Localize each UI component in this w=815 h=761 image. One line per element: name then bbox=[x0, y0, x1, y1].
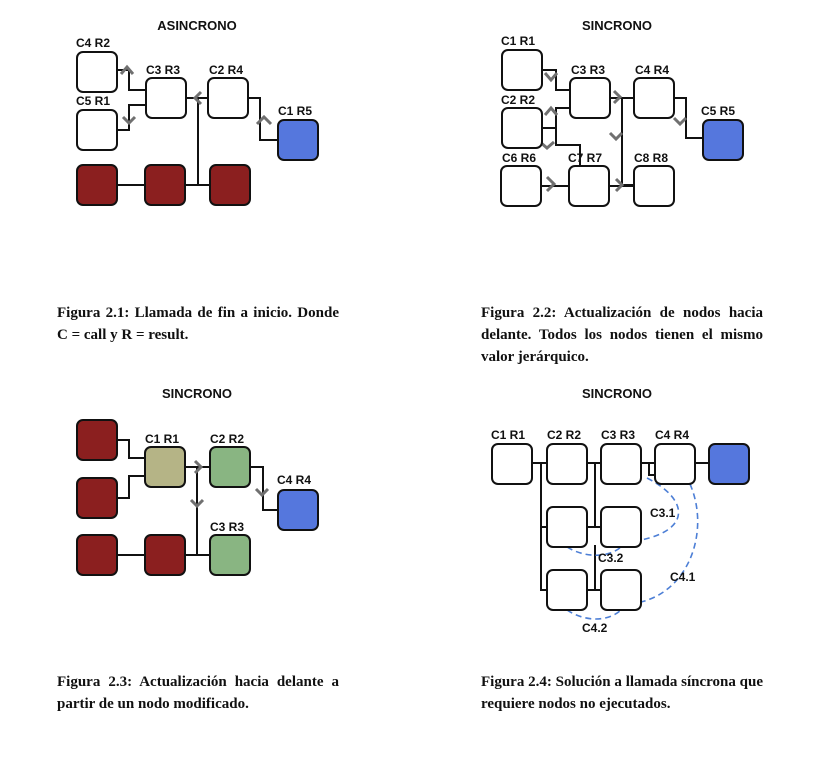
fig1-node-c1r5 bbox=[277, 119, 319, 161]
figure-2-2: SINCRONO C1 R1 C3 R3 C4 R4 bbox=[500, 18, 744, 207]
fig4-label-c2r2: C2 R2 bbox=[547, 428, 581, 442]
fig4-node-c4r4 bbox=[654, 443, 696, 485]
fig3-node-executed-4 bbox=[144, 534, 186, 576]
fig1-title: ASINCRONO bbox=[157, 18, 236, 33]
fig3-node-c4r4 bbox=[277, 489, 319, 531]
fig3-label-c1r1: C1 R1 bbox=[145, 432, 179, 446]
fig2-node-c4r4 bbox=[633, 77, 675, 119]
fig2-node-c3r3 bbox=[569, 77, 611, 119]
fig4-label-c3r3: C3 R3 bbox=[601, 428, 635, 442]
fig4-dashed-calls bbox=[566, 477, 699, 620]
fig2-label-c7r7: C7 R7 bbox=[568, 151, 602, 165]
fig4-call-label-c41: C4.1 bbox=[670, 570, 696, 584]
fig4-connectors bbox=[532, 462, 709, 591]
fig1-arrows bbox=[119, 64, 273, 126]
fig1-node-c4r2 bbox=[76, 51, 118, 93]
fig3-label-c4r4: C4 R4 bbox=[277, 473, 311, 487]
fig4-call-c31-path bbox=[640, 477, 680, 541]
fig3-node-c2r2 bbox=[209, 446, 251, 488]
fig1-label-c3r3: C3 R3 bbox=[146, 63, 180, 77]
fig4-node-final bbox=[708, 443, 750, 485]
fig4-node-c2r2 bbox=[546, 443, 588, 485]
fig2-node-c1r1 bbox=[501, 49, 543, 91]
fig3-node-c1r1 bbox=[144, 446, 186, 488]
fig1-label-c5r1: C5 R1 bbox=[76, 94, 110, 108]
fig2-label-c1r1: C1 R1 bbox=[501, 34, 535, 48]
fig1-label-c4r2: C4 R2 bbox=[76, 36, 110, 50]
fig2-label-c5r5: C5 R5 bbox=[701, 104, 735, 118]
fig1-caption: Figura 2.1: Llamada de fin a inicio. Don… bbox=[57, 305, 339, 343]
fig2-arrows bbox=[539, 72, 688, 193]
fig2-node-c7r7 bbox=[568, 165, 610, 207]
fig3-caption: Figura 2.3: Actualización hacia delante … bbox=[57, 674, 339, 712]
fig1-node-executed-1 bbox=[76, 164, 118, 206]
fig2-title: SINCRONO bbox=[582, 18, 652, 33]
fig1-label-c1r5: C1 R5 bbox=[278, 104, 312, 118]
fig1-connectors bbox=[117, 69, 278, 186]
fig3-node-c3r3 bbox=[209, 534, 251, 576]
fig4-node-sub-1 bbox=[546, 506, 588, 548]
fig4-node-c1r1 bbox=[491, 443, 533, 485]
fig4-call-c32-path bbox=[566, 546, 622, 557]
fig4-node-sub-3 bbox=[546, 569, 588, 611]
fig2-label-c3r3: C3 R3 bbox=[571, 63, 605, 77]
fig4-label-c1r1: C1 R1 bbox=[491, 428, 525, 442]
fig3-label-c3r3: C3 R3 bbox=[210, 520, 244, 534]
fig4-call-label-c32: C3.2 bbox=[598, 551, 624, 565]
fig2-label-c6r6: C6 R6 bbox=[502, 151, 536, 165]
fig3-arrows bbox=[189, 459, 270, 509]
fig3-node-executed-1 bbox=[76, 419, 118, 461]
fig4-caption: Figura 2.4: Solución a llamada síncrona … bbox=[481, 674, 763, 712]
figure-2-1: ASINCRONO C4 R2 C3 R3 C2 R4 C5 R1 C1 bbox=[76, 18, 319, 206]
fig1-node-c2r4 bbox=[207, 77, 249, 119]
figure-2-4: SINCRONO C1 R1 C2 R2 C3 R3 C bbox=[491, 386, 750, 635]
fig2-node-c2r2 bbox=[501, 107, 543, 149]
fig2-node-c5r5 bbox=[702, 119, 744, 161]
fig2-label-c4r4: C4 R4 bbox=[635, 63, 669, 77]
fig1-node-executed-2 bbox=[144, 164, 186, 206]
fig3-title: SINCRONO bbox=[162, 386, 232, 401]
fig2-node-c6r6 bbox=[500, 165, 542, 207]
fig2-caption: Figura 2.2: Actualización de nodos hacia… bbox=[481, 305, 763, 365]
fig1-node-c3r3 bbox=[145, 77, 187, 119]
fig3-label-c2r2: C2 R2 bbox=[210, 432, 244, 446]
fig1-node-executed-3 bbox=[209, 164, 251, 206]
fig4-call-label-c31: C3.1 bbox=[650, 506, 676, 520]
fig4-call-c41-path bbox=[640, 483, 699, 603]
fig2-label-c8r8: C8 R8 bbox=[634, 151, 668, 165]
fig4-call-label-c42: C4.2 bbox=[582, 621, 608, 635]
fig3-node-executed-2 bbox=[76, 477, 118, 519]
fig2-connectors bbox=[541, 69, 703, 187]
figure-2-3: SINCRONO C1 R1 C2 R2 C4 R4 C3 R3 bbox=[76, 386, 319, 576]
fig4-label-c4r4: C4 R4 bbox=[655, 428, 689, 442]
fig4-title: SINCRONO bbox=[582, 386, 652, 401]
fig4-node-c3r3 bbox=[600, 443, 642, 485]
fig1-label-c2r4: C2 R4 bbox=[209, 63, 243, 77]
fig4-call-c42-path bbox=[566, 609, 622, 620]
fig3-node-executed-3 bbox=[76, 534, 118, 576]
fig4-node-sub-2 bbox=[600, 506, 642, 548]
fig1-node-c5r1 bbox=[76, 109, 118, 151]
fig2-label-c2r2: C2 R2 bbox=[501, 93, 535, 107]
fig2-node-c8r8 bbox=[633, 165, 675, 207]
fig4-node-sub-4 bbox=[600, 569, 642, 611]
fig3-connectors bbox=[117, 439, 278, 556]
